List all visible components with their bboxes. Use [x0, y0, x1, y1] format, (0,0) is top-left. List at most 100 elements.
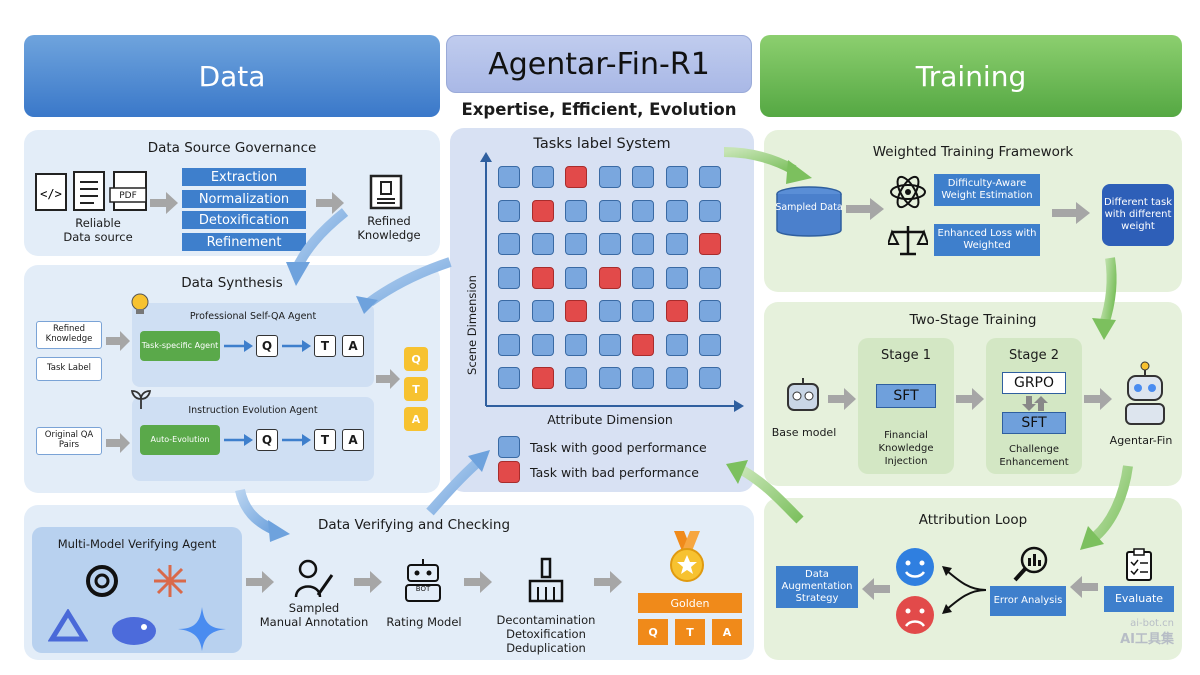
sampled-label: Sampled — [288, 601, 340, 615]
arrow-verify-to-tasks — [426, 458, 482, 516]
task-cell-bad — [598, 266, 621, 289]
task-cell-good — [632, 367, 654, 389]
base-robot-icon — [787, 378, 819, 411]
legend-good-label: Task with good performance — [530, 440, 707, 455]
happy-face-icon — [896, 548, 934, 586]
task-cell-good — [632, 233, 654, 255]
stage2-box: Stage 2 GRPO SFT Challenge Enhancement — [986, 338, 1082, 474]
task-cell-good — [565, 333, 587, 356]
arrow-right-icon — [224, 434, 253, 446]
t-box: T — [314, 429, 336, 451]
task-cell-good — [565, 266, 587, 289]
bot-label: BOT — [415, 585, 431, 593]
a-box: A — [342, 335, 364, 357]
task-cell-good — [665, 166, 688, 188]
data-source-title: Data Source Governance — [147, 140, 317, 156]
arrow-tasks-to-synthesis — [367, 257, 452, 307]
stage2-title: Stage 2 — [1009, 348, 1059, 363]
arrow-right-icon — [376, 369, 400, 389]
arrowhead — [726, 460, 748, 484]
golden-q: Q — [638, 619, 668, 645]
golden-a: A — [712, 619, 742, 645]
arrow-two-stage-to-attribution — [1092, 465, 1133, 540]
watermark-line2: AI工具集 — [1120, 632, 1174, 647]
task-cell-good — [632, 199, 654, 222]
task-cell-bad — [565, 166, 587, 188]
a-box: A — [342, 429, 364, 451]
task-cell-good — [699, 300, 721, 322]
detoxification-label: Detoxification — [506, 627, 586, 641]
task-cell-good — [598, 333, 621, 356]
arrow-right-icon — [316, 192, 344, 214]
data-synthesis-title: Data Synthesis — [181, 275, 283, 291]
task-cell-good — [699, 266, 721, 289]
stage1-box: Stage 1 SFT Financial Knowledge Injectio… — [858, 338, 954, 474]
task-specific-agent: Task-specific Agent — [140, 331, 220, 361]
q-output: Q — [404, 347, 428, 371]
task-cell-bad — [531, 367, 554, 389]
evolution-agent-title: Instruction Evolution Agent — [188, 405, 318, 416]
task-cell-good — [665, 367, 688, 389]
arrow-right-icon — [464, 571, 492, 593]
data-augmentation-tag: Data Augmentation Strategy — [776, 566, 858, 608]
arrow-right-icon — [828, 388, 856, 410]
reliable-label: Reliable — [75, 216, 121, 230]
task-cell-good — [699, 166, 721, 188]
a-output: A — [404, 407, 428, 431]
task-cell-good — [498, 166, 520, 188]
decontamination-label: Decontamination — [496, 613, 596, 627]
magnifier-chart-icon — [1013, 546, 1048, 582]
task-cell-good — [632, 166, 654, 188]
arrow-right-icon — [956, 388, 984, 410]
tasks-label-panel: Tasks label System Scene Dimension Attri… — [450, 128, 754, 492]
task-cell-good — [665, 233, 688, 255]
arrow-weighted-to-two-stage — [1099, 257, 1117, 326]
claude-logo-icon — [154, 565, 186, 597]
task-cell-good — [498, 300, 520, 322]
multi-model-box: Multi-Model Verifying Agent — [32, 527, 242, 653]
robot-icon — [405, 559, 441, 602]
task-cell-good — [531, 166, 554, 188]
t-box: T — [314, 335, 336, 357]
svg-text:</>: </> — [40, 187, 62, 201]
arrowhead — [1080, 526, 1104, 550]
agentar-fin-label: Agentar-Fin — [1109, 434, 1173, 447]
stage1-desc-1: Financial — [884, 430, 928, 441]
arrow-right-icon — [846, 198, 884, 220]
data-verifying-panel: Data Verifying and Checking Multi-Model … — [24, 505, 754, 660]
task-cell-good — [598, 367, 621, 389]
arrow-tasks-to-weighted — [723, 147, 797, 175]
arrow-attribution-to-tasks — [739, 465, 804, 524]
sampled-data-label: Sampled Data — [775, 202, 843, 213]
task-cell-good — [498, 233, 520, 255]
arrow-right-icon — [354, 571, 382, 593]
enhanced-loss-tag: Enhanced Loss with Weighted — [934, 224, 1040, 256]
two-stage-title: Two-Stage Training — [909, 312, 1037, 328]
task-cell-good — [498, 266, 520, 289]
step-normalization: Normalization — [182, 190, 306, 208]
weighted-training-title: Weighted Training Framework — [872, 144, 1074, 160]
self-qa-agent-title: Professional Self-QA Agent — [189, 311, 317, 322]
arrowhead — [268, 520, 290, 542]
task-axes — [480, 152, 744, 412]
arrow-right-icon — [150, 192, 178, 214]
curved-arrows-icon — [942, 566, 987, 614]
subtitle: Expertise, Efficient, Evolution — [461, 100, 737, 119]
openai-logo-icon — [86, 565, 118, 597]
arrow-right-icon — [594, 571, 622, 593]
step-detoxification: Detoxification — [182, 211, 306, 229]
agentar-robot-icon — [1125, 361, 1165, 425]
atom-icon — [890, 175, 926, 209]
original-qa-input: Original QA Pairs — [36, 427, 102, 455]
task-cell-good — [699, 333, 721, 356]
golden-t: T — [675, 619, 705, 645]
arrow-right-icon — [282, 340, 311, 352]
step-refinement: Refinement — [182, 233, 306, 251]
data-synthesis-panel: Data Synthesis Refined Knowledge Task La… — [24, 265, 440, 493]
task-cell-good — [498, 333, 520, 356]
task-cell-bad — [632, 333, 654, 356]
task-cell-good — [699, 199, 721, 222]
qwen-logo-icon — [48, 609, 88, 642]
data-header: Data — [24, 35, 440, 117]
